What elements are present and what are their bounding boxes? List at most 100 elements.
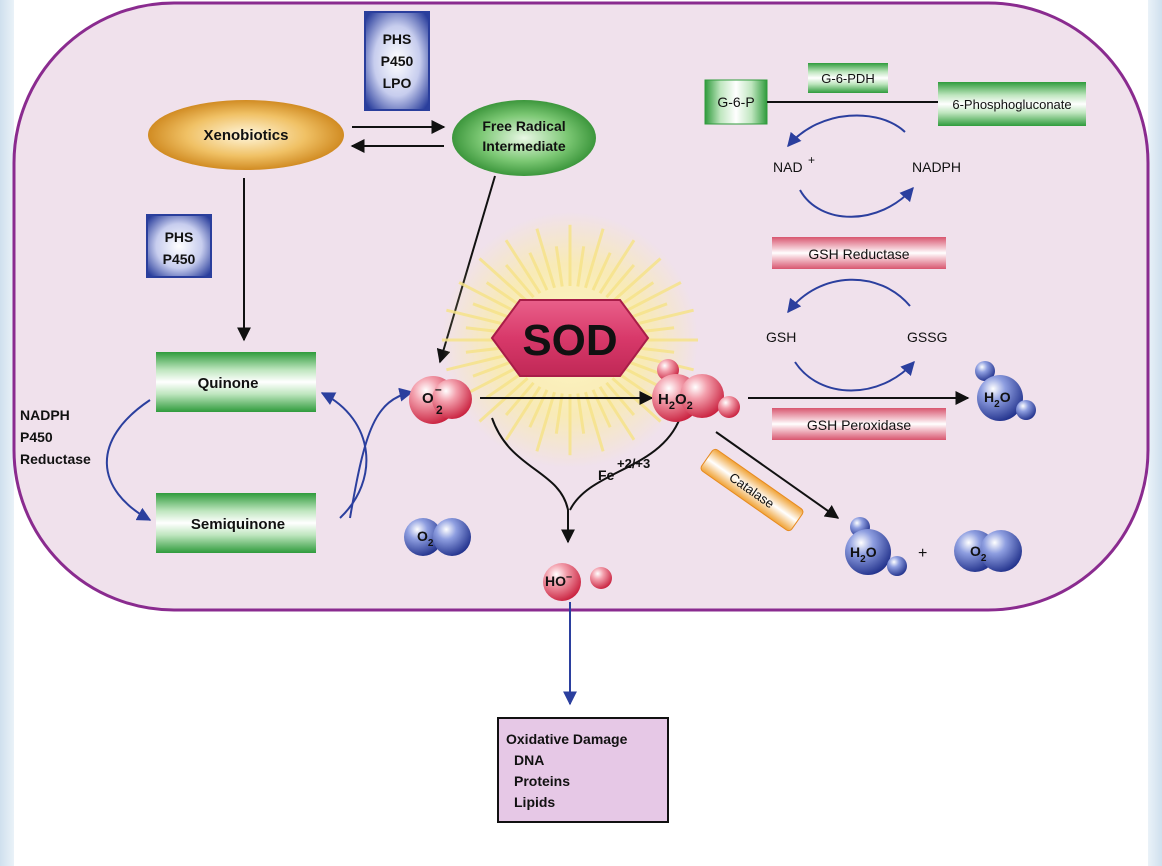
sunburst-ray — [605, 264, 636, 299]
gsh-label: GSH — [766, 329, 796, 345]
plus-sign: + — [918, 545, 927, 562]
arrow-superoxide-to-hydroxyl — [491, 417, 575, 544]
hydroxyl-label: HO– — [545, 571, 572, 589]
superoxide-charge-label: – — [435, 382, 442, 396]
sod-label: SOD — [522, 316, 617, 365]
enzyme-box-top-line-1: PHS — [383, 31, 412, 47]
sunburst-ray — [627, 308, 694, 328]
gssg-label: GSSG — [907, 329, 947, 345]
sunburst-ray — [584, 391, 605, 452]
nad-label-base: NAD — [773, 159, 803, 175]
iron-label: Fe +2/+3 — [598, 456, 650, 483]
gsh-peroxidase-label: GSH Peroxidase — [807, 417, 911, 433]
enzyme-box-top: PHS P450 LPO — [364, 11, 430, 111]
gsh-reductase-bar: GSH Reductase — [772, 237, 946, 269]
sunburst-ray — [554, 246, 564, 287]
xenobiotics-label: Xenobiotics — [203, 127, 288, 144]
water-peroxidase-label: H2O — [984, 389, 1011, 410]
oxygen-molecule-left: O2 — [404, 518, 471, 556]
sunburst-ray — [528, 389, 549, 428]
sunburst-ray — [598, 385, 636, 441]
sunburst-ray — [478, 377, 529, 423]
sunburst-ray — [504, 264, 535, 299]
free-radical-node: Free Radical Intermediate — [452, 100, 596, 176]
sunburst-ray — [554, 393, 564, 434]
peroxide-label: H2O2 — [658, 391, 693, 412]
iron-label-charge: +2/+3 — [617, 456, 650, 471]
damage-item-lipids: Lipids — [514, 794, 555, 810]
sunburst-ray — [458, 281, 519, 315]
sunburst-ray — [504, 385, 542, 441]
enzyme-box-top-line-2: P450 — [381, 53, 414, 69]
sunburst-ray — [616, 281, 655, 309]
arrow-peroxide-to-catalase-products — [715, 431, 840, 519]
free-radical-label-2: Intermediate — [482, 138, 565, 154]
oxygen-molecule-catalase: O2 — [954, 530, 1022, 572]
enzyme-box-left: PHS P450 — [146, 214, 212, 278]
water-molecule-catalase: H2O — [845, 517, 907, 576]
g6p-label: G-6-P — [717, 94, 754, 110]
semiquinone-label: Semiquinone — [191, 516, 285, 533]
sunburst-ray — [528, 252, 549, 291]
reductase-label: NADPH P450 Reductase — [20, 407, 91, 467]
sunburst-ray — [472, 359, 516, 378]
superoxide-subscript-label: 2 — [436, 403, 443, 417]
arrow-peroxide-to-hydroxyl — [569, 417, 681, 511]
damage-item-dna: DNA — [514, 752, 544, 768]
left-edge-band — [0, 0, 14, 866]
water-molecule-peroxidase: H2O — [975, 361, 1036, 421]
nad-label: NAD + — [773, 153, 815, 175]
enzyme-box-left-line-1: PHS — [165, 229, 194, 245]
sod-enzyme: SOD — [490, 299, 650, 377]
damage-item-proteins: Proteins — [514, 773, 570, 789]
enzyme-box-top-line-3: LPO — [383, 75, 412, 91]
enzyme-box-left-line-2: P450 — [163, 251, 196, 267]
g6p-box: G-6-P — [704, 79, 768, 125]
sunburst-ray — [535, 228, 556, 289]
sunburst-ray — [478, 257, 529, 303]
xenobiotics-node: Xenobiotics — [148, 100, 344, 170]
gsh-reductase-label: GSH Reductase — [808, 246, 909, 262]
arrow-gssg-to-gsh-top — [787, 278, 911, 314]
reductase-label-line-3: Reductase — [20, 451, 91, 467]
sunburst-ray — [584, 228, 605, 289]
right-edge-band — [1148, 0, 1162, 866]
free-radical-label-1: Free Radical — [482, 118, 565, 134]
sunburst-ray — [485, 281, 524, 309]
hydroxyl-molecule: HO– — [543, 563, 612, 601]
quinone-label: Quinone — [198, 375, 259, 392]
damage-title: Oxidative Damage — [506, 731, 628, 747]
sunburst-ray — [504, 239, 542, 295]
iron-label-base: Fe — [598, 467, 615, 483]
arrow-nadph-to-nad-top — [787, 114, 906, 148]
sunburst-ray — [535, 391, 556, 452]
sunburst-ray — [446, 352, 513, 372]
g6pdh-label: G-6-PDH — [821, 71, 874, 86]
sunburst-ray — [621, 281, 682, 315]
hydrogen-peroxide-molecule: H2O2 — [652, 359, 740, 422]
nadph-label: NADPH — [912, 159, 961, 175]
sunburst-ray — [611, 257, 662, 303]
arrow-quinone-to-semiquinone — [105, 399, 152, 521]
sunburst-ray — [611, 377, 662, 423]
sunburst-ray — [576, 246, 586, 287]
sunburst-ray — [591, 389, 612, 428]
sunburst-ray — [598, 239, 636, 295]
arrow-semiquinone-to-superoxide — [349, 387, 414, 519]
superoxide-molecule: O – 2 — [409, 376, 472, 424]
reductase-label-line-1: NADPH — [20, 407, 70, 423]
nad-label-charge: + — [808, 153, 815, 167]
arrow-nad-to-nadph-bottom — [799, 186, 914, 218]
g6pdh-bar: G-6-PDH — [808, 63, 888, 93]
arrow-gsh-to-gssg-bottom — [794, 360, 915, 392]
reductase-label-line-2: P450 — [20, 429, 53, 445]
oxidative-damage-box: Oxidative Damage DNA Proteins Lipids — [497, 717, 669, 823]
superoxide-o-label: O — [422, 390, 434, 407]
sunburst-ray — [485, 371, 524, 399]
water-catalase-label: H2O — [850, 544, 877, 565]
sunburst-ray — [446, 308, 513, 328]
gsh-peroxidase-bar: GSH Peroxidase — [772, 408, 946, 440]
quinone-bar: Quinone — [156, 352, 316, 412]
